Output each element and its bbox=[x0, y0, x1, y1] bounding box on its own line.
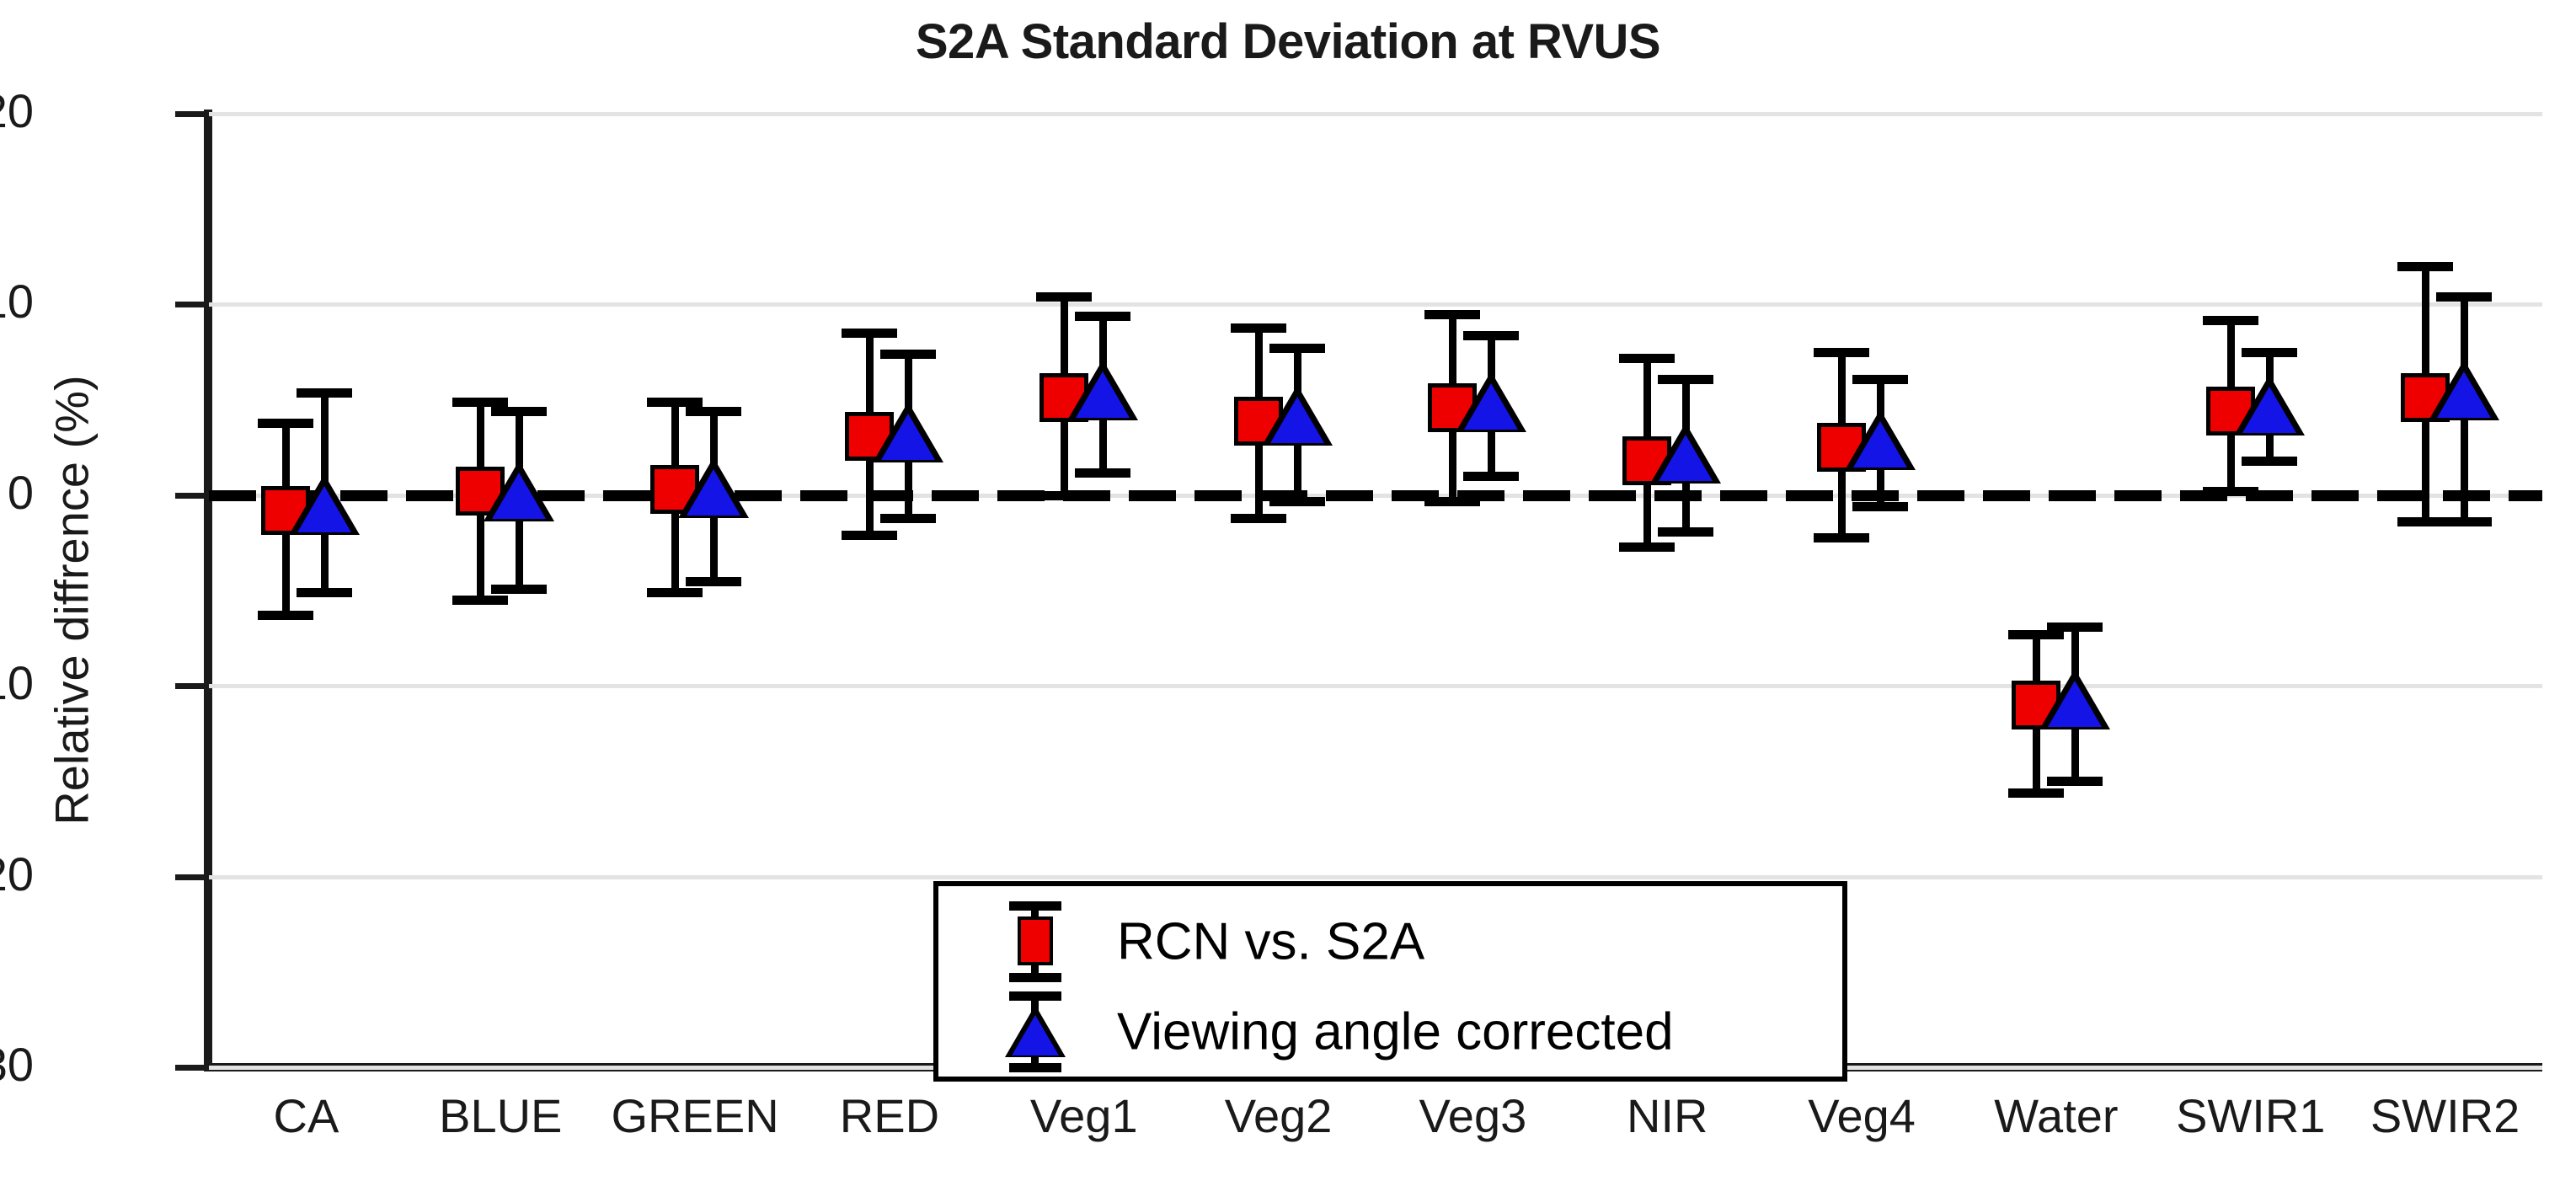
x-tick-label-ca: CA bbox=[273, 1089, 339, 1142]
error-bar-cap bbox=[1463, 330, 1520, 340]
error-bar-cap bbox=[1619, 353, 1675, 363]
error-bar-cap bbox=[452, 596, 509, 606]
y-tick-mark bbox=[175, 683, 209, 690]
y-tick-label: 0 bbox=[7, 465, 34, 519]
error-bar-cap bbox=[2397, 517, 2453, 527]
error-bar-cap bbox=[297, 588, 353, 598]
error-bar-cap bbox=[1852, 374, 1909, 384]
legend-item-1[interactable]: Viewing angle corrected bbox=[938, 981, 1842, 1082]
error-bar-cap bbox=[1074, 311, 1130, 321]
x-tick-label-swir2: SWIR2 bbox=[2370, 1089, 2520, 1142]
chart-title: S2A Standard Deviation at RVUS bbox=[915, 14, 1661, 69]
error-bar-cap bbox=[841, 329, 897, 339]
error-bar-cap bbox=[258, 418, 314, 428]
plot-area bbox=[175, 111, 2542, 1071]
error-bar-cap bbox=[1814, 348, 1870, 357]
gridline bbox=[209, 302, 2542, 307]
x-tick-label-veg4: Veg4 bbox=[1808, 1089, 1916, 1142]
error-bar-cap bbox=[1424, 309, 1481, 319]
error-bar-cap bbox=[1658, 374, 1714, 384]
error-bar-cap bbox=[491, 584, 548, 594]
error-bar-cap bbox=[2007, 788, 2064, 798]
chart-legend: RCN vs. S2A Viewing angle corrected bbox=[933, 881, 1847, 1082]
y-tick-mark bbox=[175, 302, 209, 308]
y-tick-mark bbox=[175, 492, 209, 499]
red-square-errorbar-icon bbox=[996, 891, 1072, 991]
gridline bbox=[209, 112, 2542, 116]
gridline bbox=[209, 874, 2542, 879]
error-bar-cap bbox=[2202, 487, 2258, 497]
error-bar-cap bbox=[2046, 623, 2103, 633]
x-tick-label-veg2: Veg2 bbox=[1224, 1089, 1333, 1142]
error-bar-cap bbox=[2202, 315, 2258, 325]
y-tick-label: -20 bbox=[0, 847, 34, 900]
legend-label-1: Viewing angle corrected bbox=[1117, 1002, 1674, 1061]
error-bar-cap bbox=[1269, 344, 1325, 354]
x-tick-label-veg1: Veg1 bbox=[1029, 1089, 1138, 1142]
y-tick-mark bbox=[175, 111, 209, 117]
error-bar-cap bbox=[2241, 348, 2297, 357]
error-bar-cap bbox=[452, 397, 509, 407]
y-tick-label: 10 bbox=[0, 275, 34, 329]
error-bar-cap bbox=[491, 407, 548, 417]
error-bar-cap bbox=[1814, 532, 1870, 542]
error-bar-cap bbox=[686, 407, 742, 417]
blue-triangle-errorbar-icon bbox=[996, 981, 1072, 1082]
error-bar-cap bbox=[1463, 472, 1520, 482]
gridline bbox=[209, 684, 2542, 689]
x-tick-label-red: RED bbox=[839, 1089, 940, 1142]
y-axis-line bbox=[204, 110, 212, 1071]
error-bar-cap bbox=[2046, 777, 2103, 787]
error-bar-cap bbox=[1619, 542, 1675, 552]
error-bar-cap bbox=[1852, 502, 1909, 512]
error-bar-cap bbox=[1035, 490, 1092, 500]
y-tick-label: 20 bbox=[0, 84, 34, 137]
error-bar-cap bbox=[297, 387, 353, 398]
error-bar-cap bbox=[841, 531, 897, 541]
error-bar-cap bbox=[879, 513, 936, 523]
x-tick-label-water: Water bbox=[1994, 1089, 2119, 1142]
error-bar-cap bbox=[1035, 292, 1092, 302]
error-bar-cap bbox=[2241, 457, 2297, 467]
error-bar-cap bbox=[2397, 262, 2453, 272]
legend-item-0[interactable]: RCN vs. S2A bbox=[938, 891, 1842, 991]
error-bar-cap bbox=[2435, 517, 2492, 527]
error-bar-cap bbox=[647, 397, 703, 407]
x-tick-label-blue: BLUE bbox=[439, 1089, 563, 1142]
error-bar-cap bbox=[2007, 630, 2064, 640]
y-tick-mark bbox=[175, 1065, 209, 1071]
error-bar-cap bbox=[879, 350, 936, 360]
y-tick-mark bbox=[175, 874, 209, 880]
y-tick-label: -30 bbox=[0, 1038, 34, 1091]
error-bar-cap bbox=[2435, 292, 2492, 302]
error-bar-cap bbox=[1230, 323, 1286, 333]
error-bar-cap bbox=[1074, 468, 1130, 478]
legend-label-0: RCN vs. S2A bbox=[1117, 912, 1425, 970]
error-bar-cap bbox=[258, 611, 314, 621]
y-tick-label: -10 bbox=[0, 656, 34, 710]
error-bar-cap bbox=[1269, 496, 1325, 506]
error-bar-cap bbox=[1658, 526, 1714, 537]
x-tick-label-green: GREEN bbox=[611, 1089, 779, 1142]
error-bar-cap bbox=[686, 576, 742, 586]
zero-reference-line bbox=[209, 489, 2542, 501]
x-tick-label-veg3: Veg3 bbox=[1419, 1089, 1527, 1142]
x-tick-label-swir1: SWIR1 bbox=[2176, 1089, 2326, 1142]
error-bar-cap bbox=[1424, 496, 1481, 506]
error-bar-cap bbox=[1230, 513, 1286, 523]
x-tick-label-nir: NIR bbox=[1627, 1089, 1708, 1142]
error-bar-cap bbox=[647, 588, 703, 598]
y-axis-title: Relative diffrence (%) bbox=[45, 375, 99, 826]
